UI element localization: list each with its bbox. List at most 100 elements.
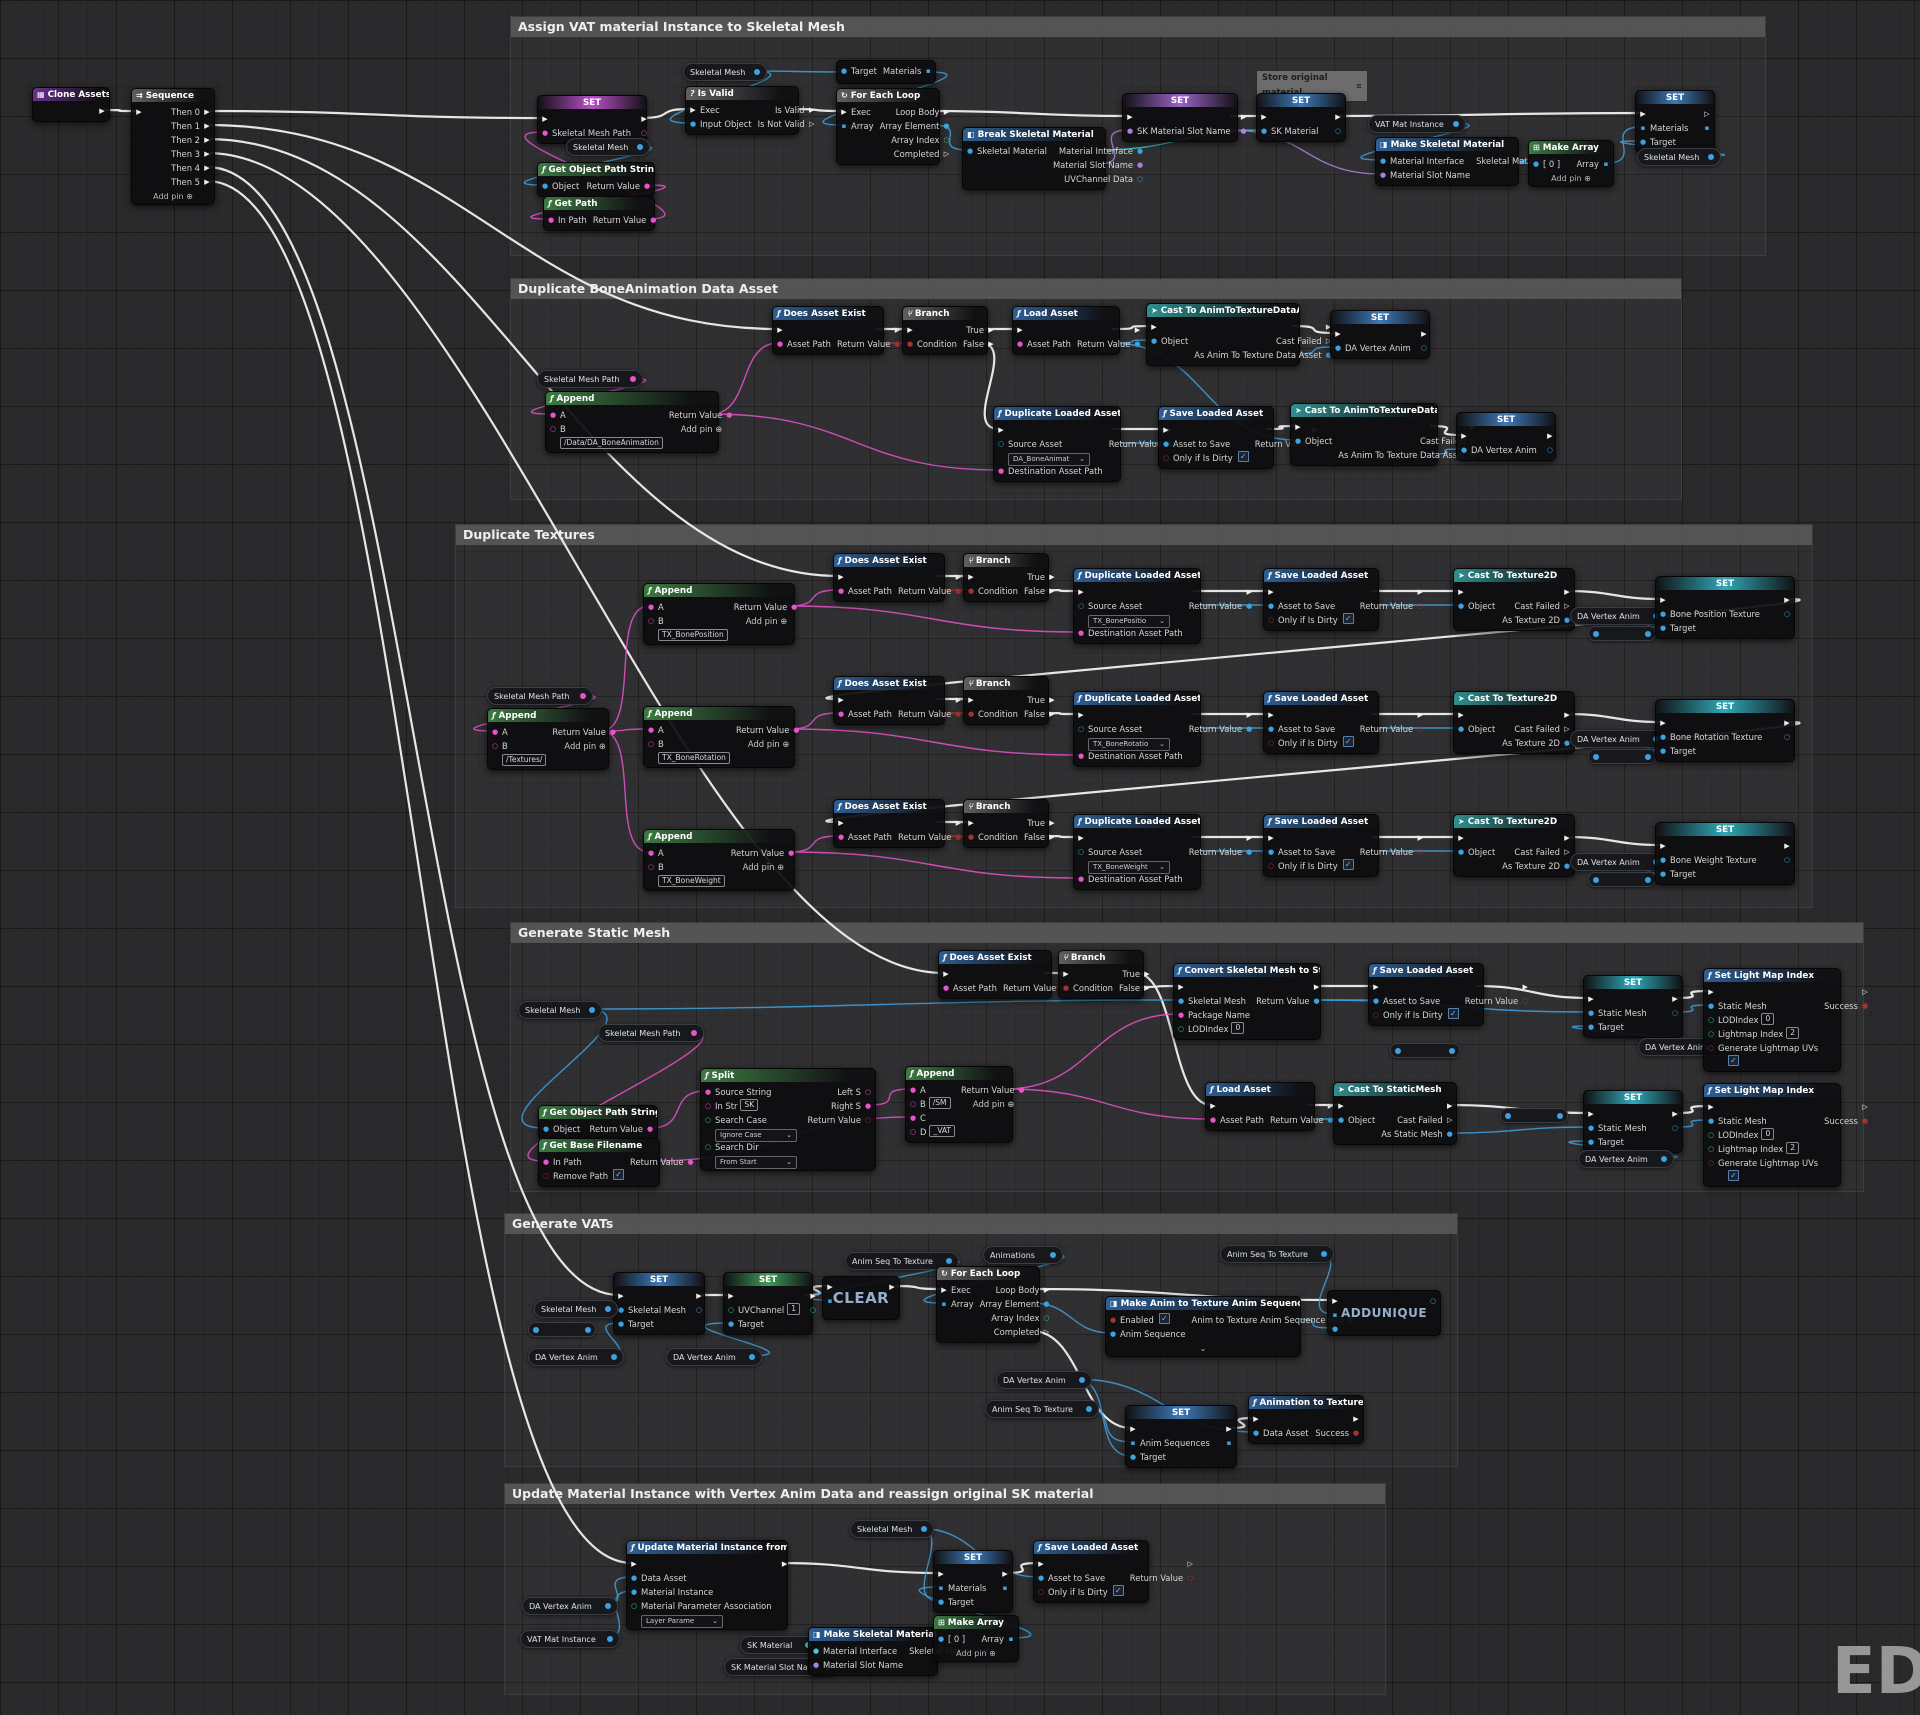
node-set[interactable]: SET▶●DA Vertex Anim▶○: [1456, 412, 1556, 461]
pin-row[interactable]: ●Static Mesh: [1707, 1114, 1818, 1128]
pin-data-icon[interactable]: ○: [1077, 602, 1085, 610]
pin-data-icon[interactable]: ●: [541, 129, 549, 137]
pin-row[interactable]: ●Destination Asset Path: [1077, 626, 1183, 640]
pin-row[interactable]: ●Return Value: [898, 707, 962, 721]
pin-row[interactable]: ●Condition: [967, 830, 1018, 844]
pin-row[interactable]: ▶: [692, 1289, 703, 1303]
pin-row[interactable]: ▶: [1502, 708, 1571, 722]
reroute-out-pin[interactable]: [1645, 753, 1651, 760]
node-set[interactable]: SET▶●Skeletal Mesh Path▶○: [537, 95, 647, 144]
node-header[interactable]: ▦Clone Assets: [33, 88, 109, 101]
pin-exec-icon[interactable]: ▷: [1564, 725, 1570, 733]
pin-exec-icon[interactable]: ▶: [1017, 326, 1023, 334]
pin-row[interactable]: ▶: [1780, 839, 1791, 853]
variable-output-pin[interactable]: [1453, 121, 1459, 127]
pin-data-icon[interactable]: ●: [955, 833, 962, 841]
pin-row[interactable]: ●Destination Asset Path: [1077, 749, 1183, 763]
pin-row[interactable]: ●DA Vertex Anim: [1334, 341, 1411, 355]
pin-row[interactable]: ▶: [1707, 1100, 1818, 1114]
pin-row[interactable]: ●Success: [1824, 999, 1869, 1013]
pin-row[interactable]: ●Target: [1587, 1135, 1647, 1149]
pin-row[interactable]: ●Object: [542, 1122, 580, 1136]
pin-exec-icon[interactable]: ▶: [204, 108, 210, 116]
pin-row[interactable]: ▶Is Valid: [758, 103, 816, 117]
pin-row[interactable]: ●Object: [1457, 599, 1495, 613]
pin-data-icon[interactable]: ●: [967, 710, 975, 718]
pin-data-icon[interactable]: ○: [695, 1306, 703, 1314]
pin-exec-icon[interactable]: ▶: [838, 573, 844, 581]
pin-data-icon[interactable]: ○: [630, 1602, 638, 1610]
pin-row[interactable]: ●Return Value: [669, 408, 733, 422]
pin-row[interactable]: Add pin ⊕: [552, 739, 616, 753]
pin-data-icon[interactable]: ●: [1379, 157, 1387, 165]
pin-row[interactable]: ●Array Element: [980, 1297, 1051, 1311]
pin-exec-icon[interactable]: ▶: [1564, 588, 1570, 596]
pin-exec-icon[interactable]: ▶: [1588, 995, 1594, 1003]
pin-data-icon[interactable]: ●: [1126, 127, 1134, 135]
pin-row[interactable]: ●Condition: [906, 337, 957, 351]
pin-exec-icon[interactable]: ▶: [1049, 696, 1055, 704]
pin-data-icon[interactable]: ▪: [1130, 1439, 1136, 1447]
pin-data-icon[interactable]: ●: [967, 833, 975, 841]
pin-row[interactable]: ▶True: [963, 323, 995, 337]
pin-data-icon[interactable]: ●: [1446, 1130, 1453, 1138]
pin-exec-icon[interactable]: ▶: [1660, 719, 1666, 727]
node-footer[interactable]: Add pin ⊕: [1551, 174, 1591, 183]
pin-exec-icon[interactable]: ▶: [907, 326, 913, 334]
pin-row[interactable]: ▶True: [1024, 693, 1056, 707]
pin-row[interactable]: ●Return Value: [587, 179, 651, 193]
checkbox-checked-icon[interactable]: ✓: [1112, 1585, 1124, 1596]
node-header[interactable]: ◨Make Skeletal Material: [809, 1628, 937, 1641]
node-cast-to-animtotexturedataasset[interactable]: ➤Cast To AnimToTextureDataAsset▶●Object▶…: [1290, 403, 1476, 466]
node-set[interactable]: SET▶○UVChannel 1●Target▶○: [723, 1272, 816, 1335]
pin-row[interactable]: ▪: [1222, 1436, 1233, 1450]
pin-row[interactable]: ▶: [898, 570, 962, 584]
pin-row[interactable]: ▶: [1334, 327, 1411, 341]
pin-exec-icon[interactable]: ▶: [1253, 1415, 1259, 1423]
pin-row[interactable]: ●Object: [1150, 334, 1188, 348]
pin-row[interactable]: ●Return Value: [630, 1155, 694, 1169]
pin-data-icon[interactable]: ●: [542, 1125, 550, 1133]
pin-row[interactable]: ●Target: [1659, 867, 1757, 881]
pin-row[interactable]: ▶Then 2: [171, 133, 211, 147]
pin-data-icon[interactable]: ▪: [938, 1584, 944, 1592]
pin-data-icon[interactable]: ●: [1587, 1138, 1595, 1146]
pin-row[interactable]: ▶Then 1: [171, 119, 211, 133]
variable-output-pin[interactable]: [589, 1007, 595, 1013]
pin-data-icon[interactable]: ●: [864, 1102, 872, 1110]
pin-row[interactable]: ●Asset to Save: [1267, 722, 1354, 736]
pin-row[interactable]: ▶: [1077, 831, 1183, 845]
pin-data-icon[interactable]: ●: [1162, 440, 1170, 448]
pin-data-icon[interactable]: ●: [1532, 160, 1540, 168]
pin-data-icon[interactable]: ●: [647, 726, 655, 734]
pin-data-icon[interactable]: ○: [1420, 344, 1427, 352]
variable-output-pin[interactable]: [691, 1030, 697, 1036]
variable-get-skeletal-mesh[interactable]: Skeletal Mesh: [850, 1520, 934, 1538]
pin-data-icon[interactable]: ○: [1429, 1297, 1437, 1305]
pin-row[interactable]: Add pin ⊕: [961, 1097, 1025, 1111]
node-is-valid[interactable]: ?Is Valid▶Exec●Input Object▶Is Valid▷Is …: [685, 86, 814, 135]
checkbox-checked-icon[interactable]: ✓: [1728, 1170, 1739, 1181]
pin-row[interactable]: ▪Array: [840, 119, 874, 133]
pin-row[interactable]: ▶: [1502, 831, 1571, 845]
pin-value-input[interactable]: 2: [1786, 1142, 1800, 1154]
pin-data-icon[interactable]: ●: [1587, 1124, 1595, 1132]
pin-data-icon[interactable]: ●: [609, 728, 616, 736]
pin-exec-icon[interactable]: ▷: [808, 120, 815, 128]
pin-row[interactable]: ○: [1780, 853, 1791, 867]
variable-get-anim-seq-to-texture[interactable]: Anim Seq To Texture: [1220, 1245, 1334, 1263]
node-header[interactable]: ?Is Valid: [686, 87, 798, 100]
pin-row[interactable]: ○Remove Path✓: [542, 1169, 625, 1183]
